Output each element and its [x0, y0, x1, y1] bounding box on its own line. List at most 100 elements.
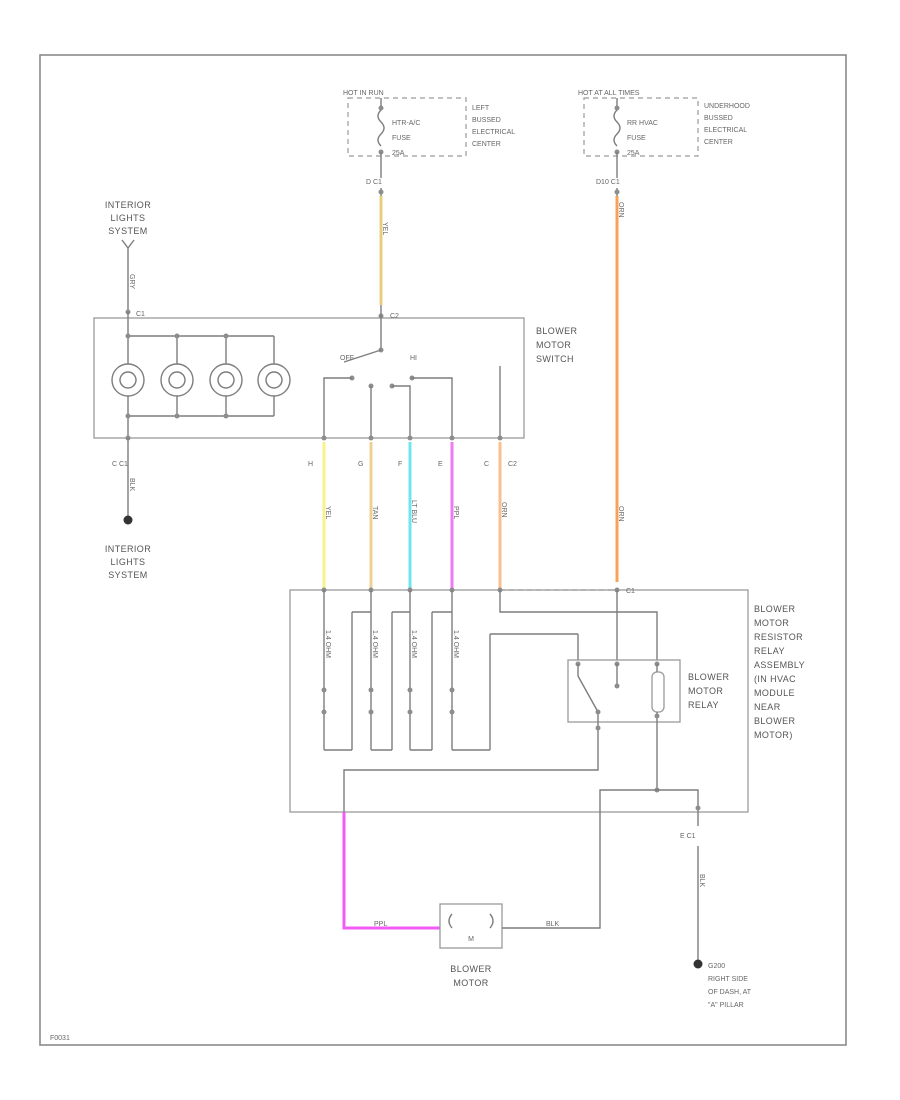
relay-contact-arm	[577, 675, 599, 713]
switch-off-label: OFF	[340, 355, 354, 362]
relay-control-feed	[499, 590, 658, 660]
right-fuse-word: FUSE	[627, 135, 646, 142]
lamp-bulb-icon	[265, 371, 283, 389]
interior-splice-icon	[123, 515, 133, 525]
motor-housing	[439, 903, 503, 949]
blower-motor-switch: BLOWER MOTOR SWITCH	[93, 305, 578, 468]
switch-pin-c: C	[484, 461, 489, 468]
left-fuse-panel-outline	[347, 97, 467, 157]
switch-pin-g: G	[358, 461, 363, 468]
assembly-line-5: ASSEMBLY	[754, 660, 805, 670]
right-fuse-header: HOT AT ALL TIMES	[578, 90, 640, 97]
right-fuse-wire-label: ORN	[617, 202, 624, 218]
resistor-4-label: 1.4 OHM	[452, 630, 459, 658]
left-panel-line-3: ELECTRICAL	[472, 129, 515, 136]
wire-f-label: LT BLU	[410, 500, 417, 523]
blower-motor: PPL M BLK BLOWER MOTOR	[342, 812, 601, 988]
relay-label-line-3: RELAY	[688, 700, 719, 710]
interior-bottom-line-3: SYSTEM	[108, 570, 147, 580]
wire-g-label: TAN	[371, 506, 378, 519]
switch-mechanism: C2 OFF HI	[323, 305, 501, 438]
wire-c-label: ORN	[500, 502, 507, 518]
ground-line-1: RIGHT SIDE	[708, 976, 748, 983]
ground-line-3: "A" PILLAR	[708, 1002, 744, 1009]
switch-label-line-1: BLOWER	[536, 326, 578, 336]
ground-bus	[599, 789, 657, 812]
assembly-line-6: (IN HVAC	[754, 674, 796, 684]
resistor-relay-assembly: C1 BLOWER MOTOR RESISTOR RELAY ASSEMBLY …	[289, 587, 805, 813]
assembly-line-2: MOTOR	[754, 618, 789, 628]
left-panel-line-1: LEFT	[472, 105, 490, 112]
diagram-frame	[39, 54, 847, 1046]
switch-hi-label: HI	[410, 355, 417, 362]
interior-top-line-1: INTERIOR	[105, 200, 151, 210]
right-panel-line-2: BUSSED	[704, 115, 733, 122]
lamp-4	[257, 336, 291, 416]
resistor-connector: C1	[626, 588, 635, 595]
lamp-3	[209, 333, 243, 419]
motor-return-wire	[502, 812, 601, 929]
lamp-2	[160, 333, 194, 419]
motor-right-wire-label: BLK	[546, 921, 560, 928]
assembly-line-3: RESISTOR	[754, 632, 803, 642]
left-fuse-name: HTR-A/C	[392, 120, 420, 127]
relay-label-line-1: BLOWER	[688, 672, 730, 682]
switch-housing	[93, 317, 525, 439]
assembly-line-8: NEAR	[754, 702, 781, 712]
interior-bottom-wire-label: BLK	[128, 478, 135, 492]
motor-symbol: M	[468, 936, 474, 943]
motor-left-wire-label: PPL	[374, 921, 387, 928]
right-fuse-rating: 25A	[627, 150, 640, 157]
switch-pin-f: F	[398, 461, 402, 468]
switch-contact-e	[412, 377, 453, 438]
relay-coil-icon	[651, 671, 665, 713]
right-fuse-connector: D10 C1	[596, 179, 620, 186]
switch-contact-h	[323, 377, 352, 438]
switch-label-line-3: SWITCH	[536, 354, 574, 364]
lamp-bulb-icon	[168, 371, 186, 389]
ground-wire-label: BLK	[698, 874, 705, 888]
ground-line-2: OF DASH, AT	[708, 989, 752, 996]
switch-bottom-connector: C2	[508, 461, 517, 468]
right-fuse-symbol	[613, 109, 621, 147]
switch-pin-top: C2	[390, 313, 399, 320]
left-fuse-symbol	[377, 109, 385, 147]
interior-bottom-line-1: INTERIOR	[105, 544, 151, 554]
interior-top-line-2: LIGHTS	[111, 213, 146, 223]
lamp-bulb-icon	[217, 371, 235, 389]
left-fuse-wire-label: YEL	[381, 222, 388, 235]
left-fuse-block: HOT IN RUN HTR-A/C FUSE 25A LEFT BUSSED …	[343, 90, 515, 305]
lamp-1	[111, 333, 145, 419]
resistor-ladder: 1.4 OHM 1.4 OHM 1.4 OHM 1.4 OHM	[321, 590, 579, 751]
switch-wire-bundle: YEL TAN LT BLU PPL ORN	[321, 435, 507, 588]
interior-top-line-3: SYSTEM	[108, 226, 147, 236]
switch-pin-h: H	[308, 461, 313, 468]
motor-brush-icon	[448, 913, 494, 929]
interior-lights-bottom: BLK INTERIOR LIGHTS SYSTEM	[105, 435, 151, 580]
assembly-line-9: BLOWER	[754, 716, 796, 726]
assembly-line-1: BLOWER	[754, 604, 796, 614]
assembly-line-7: MODULE	[754, 688, 795, 698]
left-panel-line-4: CENTER	[472, 141, 501, 148]
interior-bottom-connector: C C1	[112, 461, 128, 468]
blower-motor-relay: BLOWER MOTOR RELAY	[343, 659, 730, 812]
relay-housing	[567, 659, 681, 723]
right-fuse-name: RR HVAC	[627, 120, 658, 127]
wire-e-label: PPL	[452, 506, 459, 519]
resistor-1-label: 1.4 OHM	[324, 630, 331, 658]
interior-top-pin: C1	[136, 311, 145, 318]
left-fuse-rating: 25A	[392, 150, 405, 157]
right-panel-line-4: CENTER	[704, 139, 733, 146]
motor-feed-wire	[342, 812, 440, 930]
assembly-line-4: RELAY	[754, 646, 785, 656]
left-fuse-header: HOT IN RUN	[343, 90, 384, 97]
assembly-line-10: MOTOR)	[754, 730, 793, 740]
interior-lights-top: INTERIOR LIGHTS SYSTEM GRY C1	[105, 200, 151, 318]
wire-h-label: YEL	[324, 506, 331, 519]
right-fuse-block: HOT AT ALL TIMES RR HVAC FUSE 25A UNDERH…	[578, 90, 750, 582]
relay-output-wire	[343, 730, 599, 812]
ground-id: G200	[708, 963, 725, 970]
relay-label-line-2: MOTOR	[688, 686, 723, 696]
ground-connector: E C1	[680, 833, 696, 840]
